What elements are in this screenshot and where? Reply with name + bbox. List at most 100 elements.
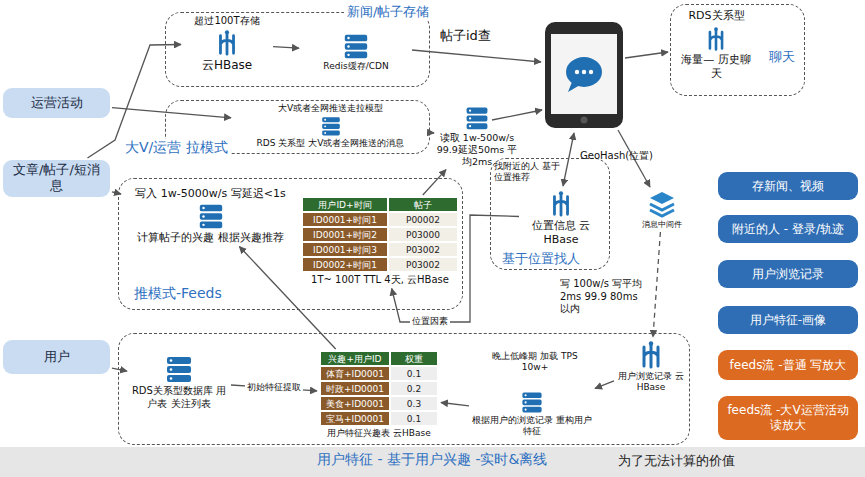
- node-text: feeds流 -大V运营活动 读放大: [723, 403, 853, 433]
- table-cell: 美食+ID0001: [320, 396, 390, 411]
- process-box: 文章/帖子/短消息: [3, 160, 110, 197]
- node-text: 写入 1w-5000w/s 写延迟<1s: [135, 187, 285, 201]
- node-text: 1T~ 100T TTL 4天, 云HBase: [311, 274, 449, 287]
- node-text: 用户: [44, 349, 70, 365]
- node-text: 计算帖子的兴趣 根据兴趣推荐: [137, 231, 284, 245]
- table-cell: ID0001+时间3: [302, 242, 388, 257]
- connector: [112, 192, 121, 194]
- icon-node: RDS关系型数据库 用户表 关注列表: [129, 353, 229, 410]
- node-text: 超过100T存储: [194, 15, 259, 28]
- connector: [112, 108, 231, 118]
- table-row: 体育+ID00010.1: [320, 366, 438, 381]
- region-heading: 新闻/帖子存储: [344, 4, 432, 20]
- node-text: Redis缓存/CDN: [323, 61, 388, 72]
- table-row: ID0001+时间1P00002: [302, 212, 458, 227]
- node-text: 海量— 历史聊天: [676, 53, 756, 81]
- group-region: 大V/运营 拉模式大V或者全网推送走拉模型RDS 关系型 大V或者全网推送的消息: [165, 100, 430, 154]
- node-text: 根据用户的浏览记录 重构用户特征: [471, 415, 593, 438]
- table-cell: 用户ID+时间: [302, 197, 388, 212]
- table-cell: ID0001+时间2: [302, 227, 388, 242]
- process-box: feeds流 -大V运营活动 读放大: [718, 396, 858, 440]
- note-label: 帖子id查: [440, 28, 510, 44]
- connector: [595, 381, 614, 389]
- icon-node: 海量— 历史聊天: [676, 25, 756, 81]
- process-box: 附近的人 - 登录/轨迹: [718, 215, 858, 243]
- node-text: RDS 关系型 大V或者全网推送的消息: [257, 138, 405, 149]
- region-heading: 基于位置找人: [499, 251, 583, 267]
- node-text: 附近的人 - 登录/轨迹: [732, 222, 844, 237]
- table-cell: 帖子: [388, 197, 458, 212]
- note-label: 写 100w/s 写平均2ms 99.9 80ms以内: [560, 278, 645, 316]
- table-row: 时政+ID00010.2: [320, 381, 438, 396]
- group-region: 聊天 RDS关系型海量— 历史聊天: [670, 4, 805, 96]
- node-text: RDS关系型: [679, 9, 754, 23]
- hbase-icon: [703, 26, 729, 52]
- table-row: 宝马+ID00010.1: [320, 411, 438, 426]
- node-text: 消息中间件: [642, 220, 682, 230]
- connector: [423, 170, 446, 195]
- table-cell: P03000: [388, 227, 458, 242]
- table-row: 美食+ID00010.3: [320, 396, 438, 411]
- edge-label: 晚上低峰期 加载 TPS 10w+: [478, 351, 592, 374]
- node-text: 存新闻、视频: [752, 179, 824, 194]
- table-row: ID0001+时间3P03002: [302, 242, 458, 257]
- node-text: 文章/帖子/短消息: [8, 162, 105, 195]
- table-cell: 宝马+ID0001: [320, 411, 390, 426]
- process-box: 用户浏览记录: [718, 260, 858, 288]
- region-heading: 推模式-Feeds: [131, 285, 225, 303]
- node-text: 位置信息 云HBase: [521, 219, 601, 247]
- note-label: GeoHash(位置): [580, 150, 660, 163]
- node-text: 用户浏览记录 云HBase: [616, 371, 686, 394]
- note-label: 为了无法计算的价值: [618, 453, 758, 469]
- hbase-icon: [213, 29, 241, 57]
- node-text: 用户浏览记录: [752, 267, 824, 282]
- table-cell: P00002: [388, 212, 458, 227]
- table-cell: ID0002+时间1: [302, 257, 388, 272]
- node-text: RDS关系型数据库 用户表 关注列表: [129, 385, 229, 410]
- group-region: 新闻/帖子存储超过100T存储云HBaseRedis缓存/CDN: [165, 12, 430, 87]
- table-node: 用户ID+时间帖子ID0001+时间1P00002ID0001+时间2P0300…: [301, 197, 459, 287]
- process-box: RDS关系型: [679, 9, 754, 23]
- server-icon: [342, 32, 370, 60]
- phone-arrows: [412, 50, 668, 187]
- table-cell: ID0001+时间1: [302, 212, 388, 227]
- table-cell: 0.1: [390, 366, 438, 381]
- data-table: 用户ID+时间帖子ID0001+时间1P00002ID0001+时间2P0300…: [302, 197, 458, 272]
- node-text: 用户特征兴趣表 云HBase: [327, 428, 431, 439]
- table-node: 兴趣+用户ID权重体育+ID00010.1时政+ID00010.2美食+ID00…: [319, 351, 439, 439]
- icon-node: 写入 1w-5000w/s 写延迟<1s 计算帖子的兴趣 根据兴趣推荐: [123, 187, 298, 245]
- icon-node: 超过100T存储云HBase: [183, 15, 271, 73]
- icon-node: 消息中间件: [630, 188, 694, 230]
- table-cell: 0.1: [390, 411, 438, 426]
- stack-icon: [647, 189, 677, 219]
- process-box: 用户: [3, 340, 110, 374]
- edge-label: 位置因素: [410, 316, 450, 327]
- icon-node: 用户浏览记录 云HBase: [616, 339, 686, 394]
- icon-node: Redis缓存/CDN: [301, 31, 411, 72]
- icon-node: 位置信息 云HBase: [521, 189, 601, 247]
- region-heading: 用户特征 - 基于用户兴趣 -实时&离线: [314, 451, 550, 469]
- region-heading: 聊天: [766, 49, 798, 65]
- server-icon: [520, 390, 544, 414]
- server-icon: [320, 115, 342, 137]
- server-icon: [464, 105, 490, 131]
- note-label: 找附近的人 基于位置推荐: [494, 161, 564, 184]
- process-box: feeds流 -普通 写放大: [718, 350, 858, 380]
- connector: [441, 403, 469, 406]
- table-row: ID0002+时间1P03002: [302, 257, 458, 272]
- bottom-band: [0, 447, 865, 477]
- table-row: 用户ID+时间帖子: [302, 197, 458, 212]
- process-box: 运营活动: [3, 88, 110, 118]
- group-region: 推模式-Feeds 写入 1w-5000w/s 写延迟<1s 计算帖子的兴趣 根据兴…: [118, 178, 463, 310]
- node-text: feeds流 -普通 写放大: [730, 358, 847, 373]
- connector: [430, 132, 434, 134]
- table-cell: 时政+ID0001: [320, 381, 390, 396]
- connector: [273, 47, 299, 49]
- node-text: 运营活动: [31, 95, 83, 111]
- table-row: ID0001+时间2P03000: [302, 227, 458, 242]
- table-cell: 兴趣+用户ID: [320, 351, 390, 366]
- node-text: 云HBase: [202, 58, 252, 73]
- icon-node: 根据用户的浏览记录 重构用户特征: [471, 389, 593, 438]
- icon-node: 大V或者全网推送走拉模型RDS 关系型 大V或者全网推送的消息: [233, 103, 428, 150]
